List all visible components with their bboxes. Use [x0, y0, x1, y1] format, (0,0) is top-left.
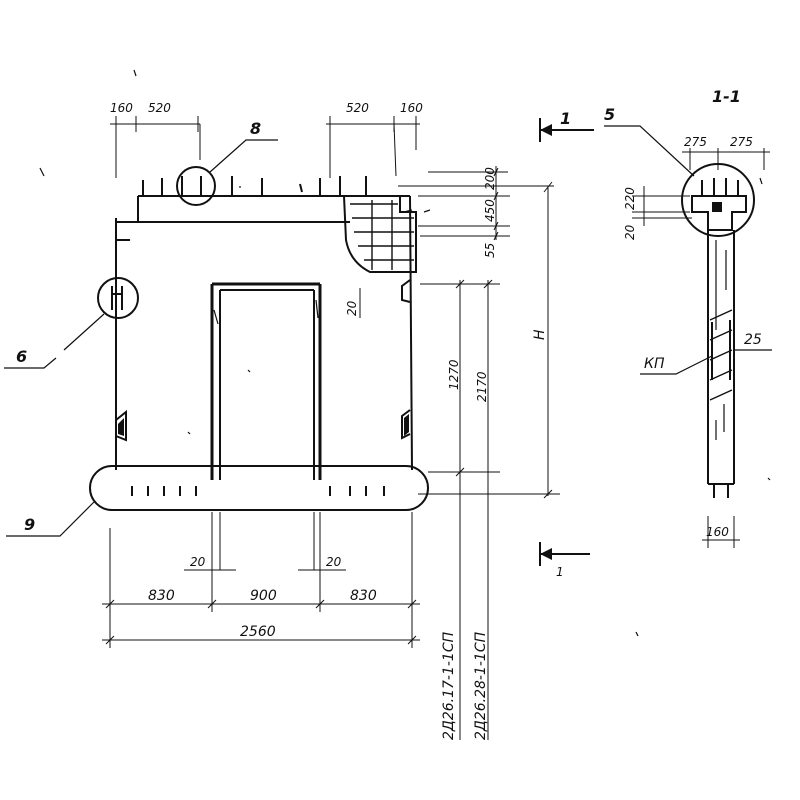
dim-20-opening: 20 — [345, 300, 359, 316]
dim-830-left: 830 — [148, 588, 175, 604]
dim-2170: 2170 — [475, 371, 489, 402]
section-title: 1-1 — [712, 87, 741, 106]
dim-220-section: 220 — [623, 187, 637, 210]
callout-6: 6 — [16, 347, 27, 366]
dim-275-left: 275 — [684, 135, 707, 149]
door-opening — [210, 282, 322, 480]
corner-block-hatched — [342, 195, 431, 273]
product-mark-1: 2Д26.17-1-1СП — [441, 631, 457, 740]
detail-circle-6 — [97, 277, 139, 319]
dim-900: 900 — [250, 588, 277, 604]
dim-1270: 1270 — [447, 359, 461, 390]
top-dimensions: 160 520 520 160 — [110, 101, 423, 178]
dim-20-section: 20 — [623, 224, 637, 240]
dim-top-520-left: 520 — [148, 101, 171, 115]
dim-55: 55 — [483, 243, 497, 258]
detail-circle-8 — [176, 166, 216, 206]
dim-275-right: 275 — [730, 135, 753, 149]
callout-8: 8 — [250, 119, 261, 138]
section-view: 1-1 275 275 5 20 220 КП 25 — [604, 87, 772, 637]
dim-160-section: 160 — [706, 525, 729, 539]
callout-5: 5 — [604, 105, 615, 124]
section-mark-1-top: 1 — [560, 109, 571, 128]
product-mark-2: 2Д26.28-1-1СП — [473, 631, 489, 740]
callout-kp: КП — [644, 356, 665, 372]
dim-20-left: 20 — [190, 555, 206, 569]
dim-top-160-right: 160 — [400, 101, 423, 115]
right-dimensions: 200 450 55 1270 2170 H — [398, 166, 560, 740]
top-rebar-stubs — [142, 176, 367, 196]
side-notches — [115, 279, 411, 442]
callout-25: 25 — [744, 332, 762, 348]
section-mark-1-bottom: 1 — [556, 565, 564, 579]
elevation-view — [39, 69, 431, 511]
dim-top-160-left: 160 — [110, 101, 133, 115]
dim-20-right: 20 — [326, 555, 342, 569]
bottom-band-9 — [89, 465, 429, 511]
dim-2560: 2560 — [240, 624, 276, 640]
section-mark-bottom: 1 — [539, 542, 590, 579]
dim-top-520-right: 520 — [346, 101, 369, 115]
detail-circle-5 — [681, 163, 755, 237]
bottom-dimensions: 20 20 830 900 830 2560 — [102, 512, 420, 648]
dim-450: 450 — [483, 199, 497, 222]
section-mark-top: 1 — [539, 109, 594, 142]
callout-9: 9 — [24, 515, 35, 534]
dim-200: 200 — [483, 167, 497, 190]
dim-height-h: H — [532, 329, 548, 340]
dim-830-right: 830 — [350, 588, 377, 604]
